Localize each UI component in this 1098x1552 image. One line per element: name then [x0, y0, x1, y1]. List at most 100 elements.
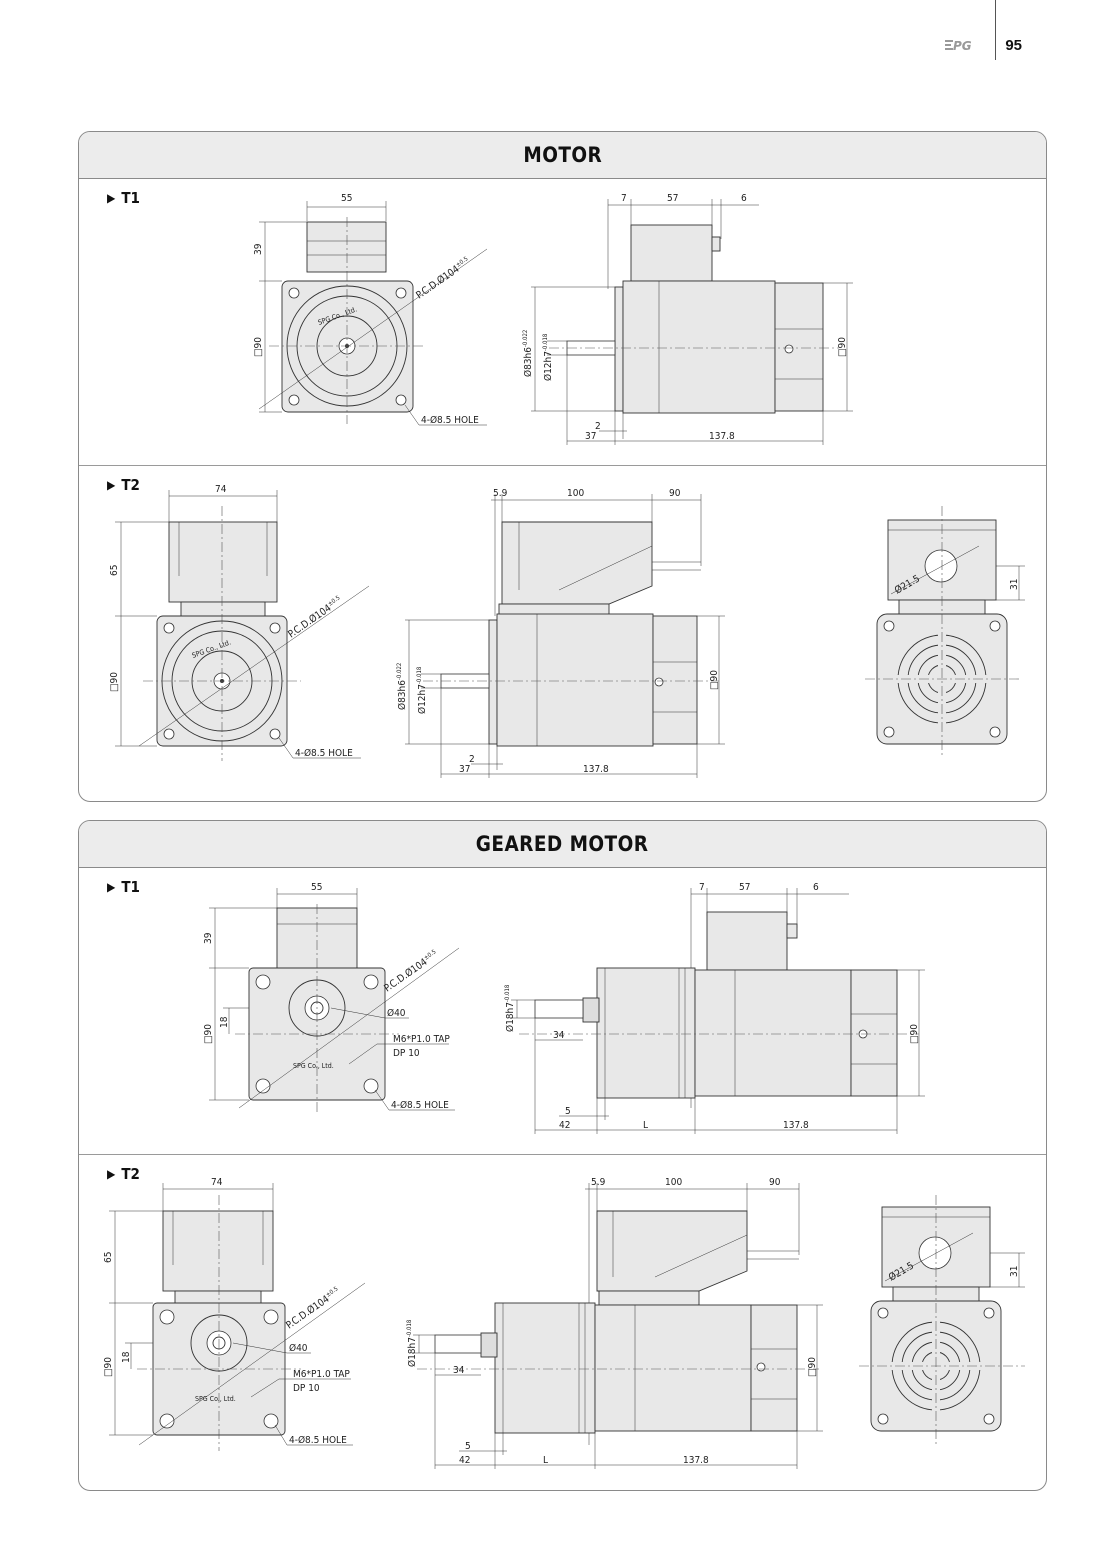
geared-t1-front-view: 55 39 □90 18 P.C.D.Ø104±0.5 Ø40 SPG Co.,… [203, 882, 460, 1114]
svg-text:6: 6 [741, 193, 747, 204]
svg-text:Ø18h7-0.018: Ø18h7-0.018 [406, 1319, 418, 1367]
svg-text:65: 65 [103, 1252, 114, 1263]
svg-text:L: L [543, 1455, 548, 1466]
motor-t1-drawing: 55 39 □90 P.C.D.Ø104±0.5 SPG Co., Ltd. [253, 193, 853, 445]
geared-motor-section: GEARED MOTOR ▶T1 55 39 □90 18 [78, 820, 1047, 1491]
section-header: GEARED MOTOR [79, 821, 1046, 868]
pcd-label: P.C.D.Ø104±0.5 [414, 255, 473, 301]
svg-text:39: 39 [203, 932, 214, 944]
svg-text:137.8: 137.8 [683, 1455, 709, 1466]
flange-dia: Ø83h6-0.022 [522, 330, 534, 377]
svg-text:Ø12h7-0.018: Ø12h7-0.018 [416, 666, 428, 714]
motor-t1-side-view: 7 57 6 Ø83h6-0.022 Ø12h7-0.018 □90 [522, 193, 853, 445]
svg-text:34: 34 [553, 1030, 565, 1041]
shaft-dia: Ø12h7-0.018 [542, 333, 554, 381]
dim-box-height: 39 [253, 243, 264, 255]
svg-text:74: 74 [211, 1177, 223, 1188]
svg-text:SPG Co., Ltd.: SPG Co., Ltd. [195, 1395, 236, 1403]
svg-text:55: 55 [311, 882, 322, 893]
svg-text:4-Ø8.5 HOLE: 4-Ø8.5 HOLE [289, 1434, 347, 1446]
svg-text:57: 57 [739, 882, 750, 893]
geared-t2-side-view: 5.9 100 90 Ø18h7-0.018 3 [406, 1177, 823, 1469]
section-header: MOTOR [79, 132, 1046, 179]
svg-text:Ø83h6-0.022: Ø83h6-0.022 [396, 663, 408, 710]
svg-text:137.8: 137.8 [583, 764, 609, 775]
svg-text:18: 18 [121, 1351, 132, 1363]
svg-text:5: 5 [465, 1441, 471, 1452]
geared-t2-rear-view: Ø21.5 31 [859, 1195, 1025, 1445]
geared-t1-side-view: 7 57 6 Ø18h7-0.018 34 □90 [504, 882, 925, 1134]
svg-text:2: 2 [469, 754, 475, 765]
svg-text:100: 100 [665, 1177, 682, 1188]
spg-logo-icon: PG [945, 39, 972, 52]
svg-text:6: 6 [813, 882, 819, 893]
hole-label: 4-Ø8.5 HOLE [421, 414, 479, 426]
svg-text:□90: □90 [203, 1024, 214, 1044]
svg-text:7: 7 [621, 193, 627, 204]
svg-text:37: 37 [585, 431, 596, 442]
page-header: PG 95 [945, 30, 1022, 60]
svg-text:57: 57 [667, 193, 678, 204]
svg-text:PG: PG [953, 39, 972, 52]
svg-text:Ø40: Ø40 [387, 1007, 406, 1019]
geared-t1-drawing: 55 39 □90 18 P.C.D.Ø104±0.5 Ø40 SPG Co.,… [203, 882, 925, 1134]
svg-text:5.9: 5.9 [493, 488, 508, 499]
motor-t2-drawing: 74 65 □90 P.C.D.Ø104±0.5 SPG Co., Ltd. 4… [109, 484, 1025, 778]
svg-text:Ø18h7-0.018: Ø18h7-0.018 [504, 984, 516, 1032]
section-title: MOTOR [523, 143, 602, 167]
svg-text:90: 90 [669, 488, 681, 499]
row-label: ▶T1 [107, 189, 140, 207]
svg-text:M6*P1.0 TAP: M6*P1.0 TAP [293, 1369, 350, 1380]
motor-t2-front-view: 74 65 □90 P.C.D.Ø104±0.5 SPG Co., Ltd. 4… [109, 484, 370, 761]
svg-text:31: 31 [1009, 1266, 1020, 1277]
motor-t2-row: ▶T2 74 65 □90 P.C.D.Ø104±0.5 SP [79, 465, 1046, 801]
svg-text:DP 10: DP 10 [393, 1048, 420, 1059]
svg-text:42: 42 [559, 1120, 570, 1131]
triangle-icon: ▶ [107, 478, 116, 492]
motor-t1-row: ▶T1 55 39 □90 [79, 179, 1046, 465]
svg-text:137.8: 137.8 [783, 1120, 809, 1131]
svg-text:5.9: 5.9 [591, 1177, 606, 1188]
triangle-icon: ▶ [107, 1167, 116, 1181]
geared-t2-row: ▶T2 74 65 □90 18 P.C.D.Ø104±0.5 [79, 1154, 1046, 1490]
svg-text:□90: □90 [709, 670, 720, 690]
svg-text:SPG Co., Ltd.: SPG Co., Ltd. [293, 1062, 334, 1070]
svg-text:37: 37 [459, 764, 470, 775]
motor-t2-rear-view: Ø21.5 31 [865, 506, 1025, 756]
motor-t1-front-view: 55 39 □90 P.C.D.Ø104±0.5 SPG Co., Ltd. [253, 193, 488, 426]
row-label: ▶T2 [107, 1165, 140, 1183]
svg-text:74: 74 [215, 484, 227, 495]
section-title: GEARED MOTOR [476, 832, 649, 856]
svg-text:□90: □90 [103, 1357, 114, 1377]
svg-text:4-Ø8.5 HOLE: 4-Ø8.5 HOLE [391, 1099, 449, 1111]
motor-t2-side-view: 5.9 100 90 Ø83h6-0.022 Ø12h7-0.018 [396, 488, 725, 778]
row-label: ▶T1 [107, 878, 140, 896]
svg-text:34: 34 [453, 1365, 465, 1376]
svg-text:90: 90 [769, 1177, 781, 1188]
triangle-icon: ▶ [107, 191, 116, 205]
svg-text:□90: □90 [807, 1357, 818, 1377]
svg-text:Ø40: Ø40 [289, 1342, 308, 1354]
svg-text:100: 100 [567, 488, 584, 499]
motor-section: MOTOR ▶T1 55 39 □90 [78, 131, 1047, 802]
svg-text:□90: □90 [909, 1024, 920, 1044]
svg-text:42: 42 [459, 1455, 470, 1466]
geared-t2-front-view: 74 65 □90 18 P.C.D.Ø104±0.5 Ø40 SPG Co.,… [103, 1177, 366, 1451]
page-number: 95 [1005, 36, 1022, 54]
svg-text:P.C.D.Ø104±0.5: P.C.D.Ø104±0.5 [382, 948, 441, 994]
dim-square: □90 [253, 337, 264, 357]
triangle-icon: ▶ [107, 880, 116, 894]
svg-text:M6*P1.0 TAP: M6*P1.0 TAP [393, 1034, 450, 1045]
svg-text:□90: □90 [837, 337, 848, 357]
svg-text:65: 65 [109, 565, 120, 576]
svg-text:137.8: 137.8 [709, 431, 735, 442]
header-rule [995, 0, 996, 60]
svg-text:2: 2 [595, 421, 601, 432]
svg-text:DP 10: DP 10 [293, 1383, 320, 1394]
geared-t2-drawing: 74 65 □90 18 P.C.D.Ø104±0.5 Ø40 SPG Co.,… [103, 1177, 1025, 1469]
svg-text:18: 18 [219, 1016, 230, 1028]
svg-text:P.C.D.Ø104±0.5: P.C.D.Ø104±0.5 [284, 1285, 343, 1331]
geared-t1-row: ▶T1 55 39 □90 18 P.C.D.Ø104±0.5 [79, 868, 1046, 1154]
svg-text:4-Ø8.5 HOLE: 4-Ø8.5 HOLE [295, 747, 353, 759]
svg-text:□90: □90 [109, 672, 120, 692]
